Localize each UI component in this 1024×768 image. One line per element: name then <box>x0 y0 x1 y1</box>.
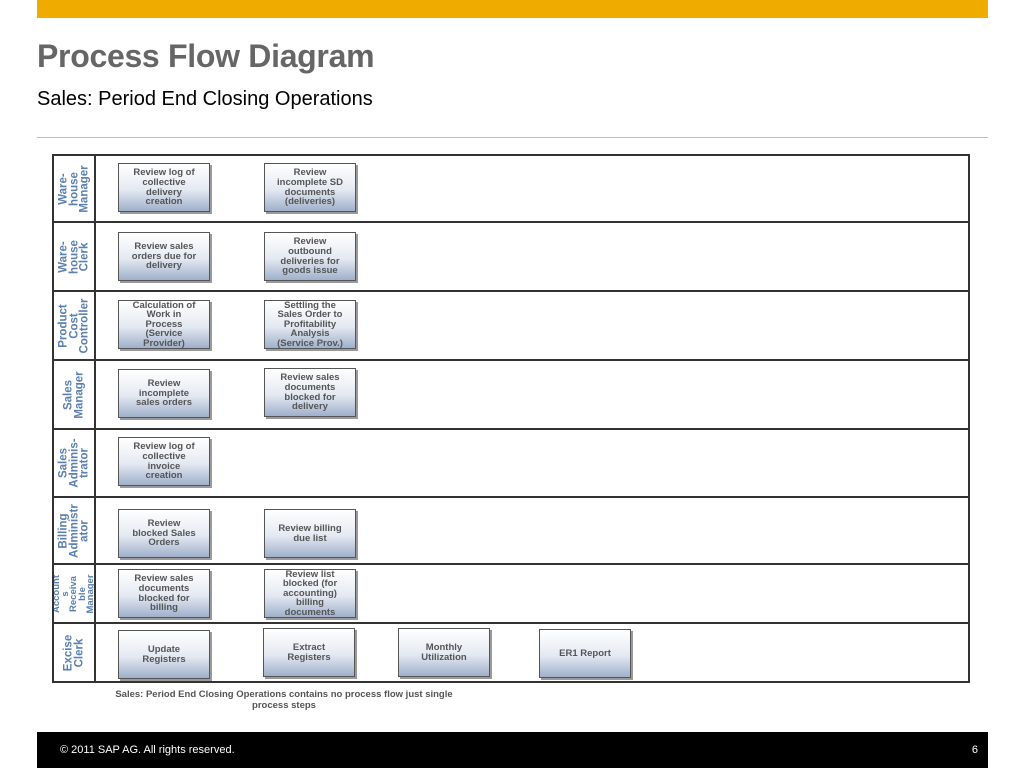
process-step[interactable]: Settling the Sales Order to Profitabilit… <box>264 300 356 349</box>
process-step-label: Review log of collective delivery creati… <box>133 167 195 208</box>
process-step[interactable]: Review incomplete SD documents (deliveri… <box>264 163 356 212</box>
lane-label: Account s Receiva ble Manager <box>54 565 96 622</box>
lane-label-text: Sales Adminis- trator <box>57 438 91 488</box>
process-step[interactable]: Monthly Utilization <box>398 628 490 677</box>
lane-excise-clerk: Excise Clerk Update Registers Extract Re… <box>54 624 968 681</box>
lane-warehouse-manager: Ware- house Manager Review log of collec… <box>54 156 968 223</box>
process-step-label: Monthly Utilization <box>421 641 467 663</box>
process-step-label: Review incomplete SD documents (deliveri… <box>277 167 343 208</box>
lane-label: Ware- house Clerk <box>54 223 96 290</box>
process-step[interactable]: Review log of collective invoice creatio… <box>118 437 210 486</box>
lane-label: Sales Manager <box>54 361 96 428</box>
lane-label: Sales Adminis- trator <box>54 430 96 496</box>
process-step-label: Review sales documents blocked for deliv… <box>280 372 340 413</box>
process-step-label: ER1 Report <box>559 647 611 659</box>
accent-bar <box>37 0 988 18</box>
page-number: 6 <box>971 744 978 756</box>
page-subtitle: Sales: Period End Closing Operations <box>37 88 373 110</box>
lane-label-text: Ware- house Manager <box>57 164 91 213</box>
process-step[interactable]: Review billing due list <box>264 509 356 558</box>
title-divider <box>37 137 988 138</box>
diagram-note: Sales: Period End Closing Operations con… <box>115 689 453 711</box>
process-step-label: Review sales orders due for delivery <box>131 241 197 272</box>
lane-label-text: Excise Clerk <box>62 634 86 671</box>
lane-product-cost-controller: Product Cost Controller Calculation of W… <box>54 292 968 361</box>
process-step-label: Review sales documents blocked for billi… <box>134 573 194 614</box>
process-step[interactable]: Review outbound deliveries for goods iss… <box>264 232 356 281</box>
process-step-label: Calculation of Work in Process (Service … <box>132 300 196 349</box>
process-step[interactable]: ER1 Report <box>539 629 631 678</box>
lane-label: Billing Administr ator <box>54 498 96 563</box>
lane-label: Ware- house Manager <box>54 156 96 221</box>
process-step[interactable]: Update Registers <box>118 630 210 679</box>
lane-sales-manager: Sales Manager Review incomplete sales or… <box>54 361 968 430</box>
lane-label: Excise Clerk <box>54 624 96 681</box>
lane-label-text: Billing Administr ator <box>57 503 91 558</box>
process-step[interactable]: Review incomplete sales orders <box>118 369 210 418</box>
lane-accounts-receivable-manager: Account s Receiva ble Manager Review sal… <box>54 565 968 624</box>
process-step[interactable]: Review list blocked (for accounting) bil… <box>264 569 356 618</box>
lane-billing-administrator: Billing Administr ator Review blocked Sa… <box>54 498 968 565</box>
process-step[interactable]: Review sales documents blocked for deliv… <box>264 368 356 417</box>
lane-label: Product Cost Controller <box>54 292 96 359</box>
swimlane-diagram: Ware- house Manager Review log of collec… <box>52 154 970 683</box>
process-step-label: Review incomplete sales orders <box>136 378 192 409</box>
lane-sales-administrator: Sales Adminis- trator Review log of coll… <box>54 430 968 498</box>
process-step[interactable]: Extract Registers <box>263 628 355 677</box>
lane-label-text: Product Cost Controller <box>57 298 91 353</box>
lane-warehouse-clerk: Ware- house Clerk Review sales orders du… <box>54 223 968 292</box>
lane-label-text: Ware- house Clerk <box>57 239 91 274</box>
process-step-label: Review log of collective invoice creatio… <box>133 441 195 482</box>
process-step-label: Settling the Sales Order to Profitabilit… <box>277 300 343 349</box>
process-step-label: Review blocked Sales Orders <box>132 518 196 549</box>
process-step[interactable]: Review sales orders due for delivery <box>118 232 210 281</box>
process-step-label: Review list blocked (for accounting) bil… <box>282 569 338 618</box>
process-step[interactable]: Review log of collective delivery creati… <box>118 163 210 212</box>
process-step-label: Extract Registers <box>287 641 331 663</box>
process-step[interactable]: Calculation of Work in Process (Service … <box>118 300 210 349</box>
process-step-label: Review billing due list <box>278 522 342 544</box>
copyright-text: © 2011 SAP AG. All rights reserved. <box>60 744 235 756</box>
process-step-label: Review outbound deliveries for goods iss… <box>280 236 340 277</box>
page-title: Process Flow Diagram <box>37 38 375 74</box>
lane-label-text: Account s Receiva ble Manager <box>54 573 96 614</box>
process-step-label: Update Registers <box>142 643 186 665</box>
process-step[interactable]: Review blocked Sales Orders <box>118 509 210 558</box>
footer-bar: © 2011 SAP AG. All rights reserved. 6 <box>37 732 988 768</box>
lane-label-text: Sales Manager <box>62 370 86 419</box>
process-step[interactable]: Review sales documents blocked for billi… <box>118 569 210 618</box>
